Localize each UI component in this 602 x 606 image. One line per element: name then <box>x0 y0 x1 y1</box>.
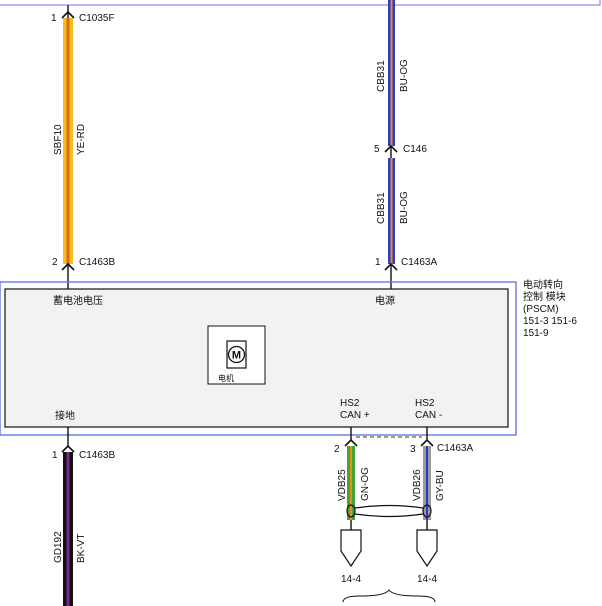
connector-label-c1463b-top: C1463B <box>79 257 115 268</box>
wire-cbb31-upper <box>388 0 395 146</box>
module-page-refs-2: 151-9 <box>523 328 549 339</box>
motor-icon <box>227 345 246 364</box>
wire-cbb31-lower <box>388 158 395 264</box>
destination-ref-can-plus: 14-4 <box>341 574 361 585</box>
connector-arrow-c1463b-ground <box>61 444 75 453</box>
color-code-bu-og: BU-OG <box>399 191 410 224</box>
pin-label: 2 <box>52 257 58 268</box>
pin-label: 5 <box>374 144 380 155</box>
pin-name-hs-can-plus-line1: HS2 <box>340 398 360 409</box>
motor-label: 电机 <box>218 373 234 383</box>
wire-vdb25 <box>347 446 355 520</box>
pin-name-hs-can-plus-line2: CAN + <box>340 410 370 421</box>
color-code-gn-og: GN-OG <box>360 467 371 501</box>
connector-label-c146: C146 <box>403 144 427 155</box>
module-name-line3: (PSCM) <box>523 304 559 315</box>
color-code-bu-og: BU-OG <box>399 59 410 92</box>
color-code-ye-rd: YE-RD <box>76 124 87 155</box>
motor-m-glyph: M <box>232 350 241 362</box>
wire-gd192 <box>63 452 73 606</box>
circuit-label-vdb25: VDB25 <box>337 469 348 501</box>
circuit-label-gd192: GD192 <box>53 531 64 563</box>
wire-sbf10 <box>63 18 73 264</box>
circuit-label-cbb31: CBB31 <box>376 192 387 224</box>
destination-connector-can-minus <box>416 529 438 568</box>
destination-ref-can-minus: 14-4 <box>417 574 437 585</box>
pin-name-battery-voltage: 蓄电池电压 <box>53 294 103 307</box>
connector-arrow-can-minus <box>420 438 434 447</box>
module-outer-frame <box>0 281 517 436</box>
connector-arrow-can-plus <box>344 438 358 447</box>
pin-name-power: 电源 <box>375 294 395 307</box>
destination-group-brace <box>342 589 436 603</box>
module-name-line1: 电动转向 <box>523 278 563 291</box>
upper-frame-line <box>0 0 601 6</box>
circuit-label-cbb31: CBB31 <box>376 60 387 92</box>
color-code-bk-vt: BK-VT <box>76 534 87 563</box>
circuit-label-vdb26: VDB26 <box>412 469 423 501</box>
module-name-line2: 控制 模块 <box>523 290 566 303</box>
color-code-gy-bu: GY-BU <box>435 470 446 501</box>
wire-vdb26 <box>423 446 431 520</box>
pin-label: 2 <box>334 444 340 455</box>
circuit-label-sbf10: SBF10 <box>53 124 64 155</box>
pin-name-hs-can-minus-line1: HS2 <box>415 398 435 409</box>
connector-label-c1463b-ground: C1463B <box>79 450 115 461</box>
connector-label-c1463a-can: C1463A <box>437 443 473 454</box>
pin-label: 1 <box>52 450 58 461</box>
pin-name-hs-can-minus-line2: CAN - <box>415 410 442 421</box>
twisted-pair-symbol <box>346 504 432 518</box>
module-page-refs: 151-3 151-6 <box>523 316 577 327</box>
pin-label: 1 <box>375 257 381 268</box>
destination-connector-can-plus <box>340 529 362 568</box>
pin-label: 3 <box>410 444 416 455</box>
connector-label-c1035f: C1035F <box>79 13 115 24</box>
connector-label-c1463a-top: C1463A <box>401 257 437 268</box>
pin-name-ground: 接地 <box>55 409 75 422</box>
pin-label: 1 <box>51 13 57 24</box>
